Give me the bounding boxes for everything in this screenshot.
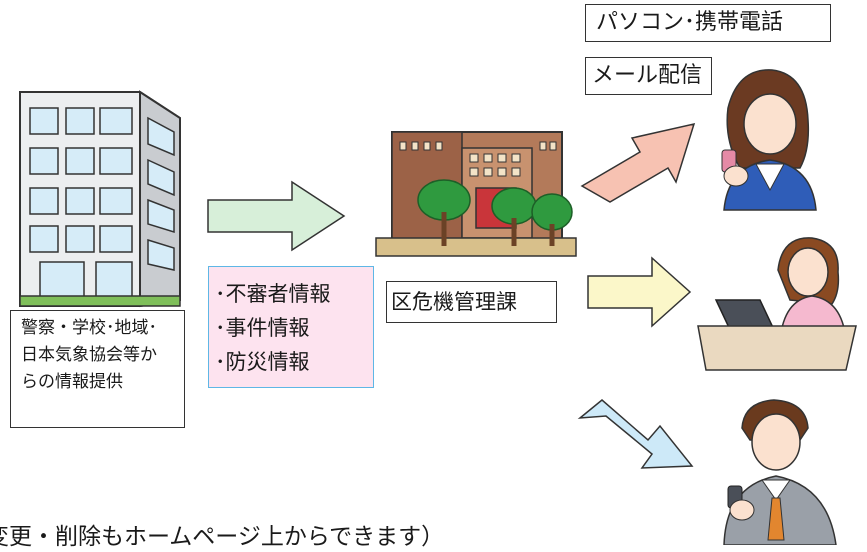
info-source-line: 日本気象協会等か [21,345,157,365]
info-types-box: ･不審者情報 ･事件情報 ･防災情報 [208,266,374,388]
man-with-phone-icon [723,399,837,545]
footer-note: 変更・削除もホームページ上からできます） [0,524,445,550]
arrow-to-recipient-3 [577,399,694,469]
pc-phone-label: パソコン･携帯電話 [585,4,831,42]
woman-at-laptop-icon [697,237,857,371]
arrow-to-recipient-1 [580,122,696,203]
info-source-line: 警察・学校･地域･ [21,318,157,338]
info-source-box: 警察・学校･地域･ 日本気象協会等か らの情報提供 [10,310,185,428]
mail-delivery-label: メール配信 [585,57,712,95]
info-type-item: ･不審者情報 [215,282,331,306]
info-type-item: ･事件情報 [215,316,310,340]
department-label: 区危機管理課 [386,281,557,323]
arrow-to-department [207,180,346,252]
ward-office-building-icon [375,131,577,257]
info-type-item: ･防災情報 [215,350,310,374]
office-building-icon [19,90,181,308]
info-source-line: らの情報提供 [21,372,123,392]
arrow-to-recipient-2 [587,256,692,328]
woman-with-phone-icon [721,69,817,211]
